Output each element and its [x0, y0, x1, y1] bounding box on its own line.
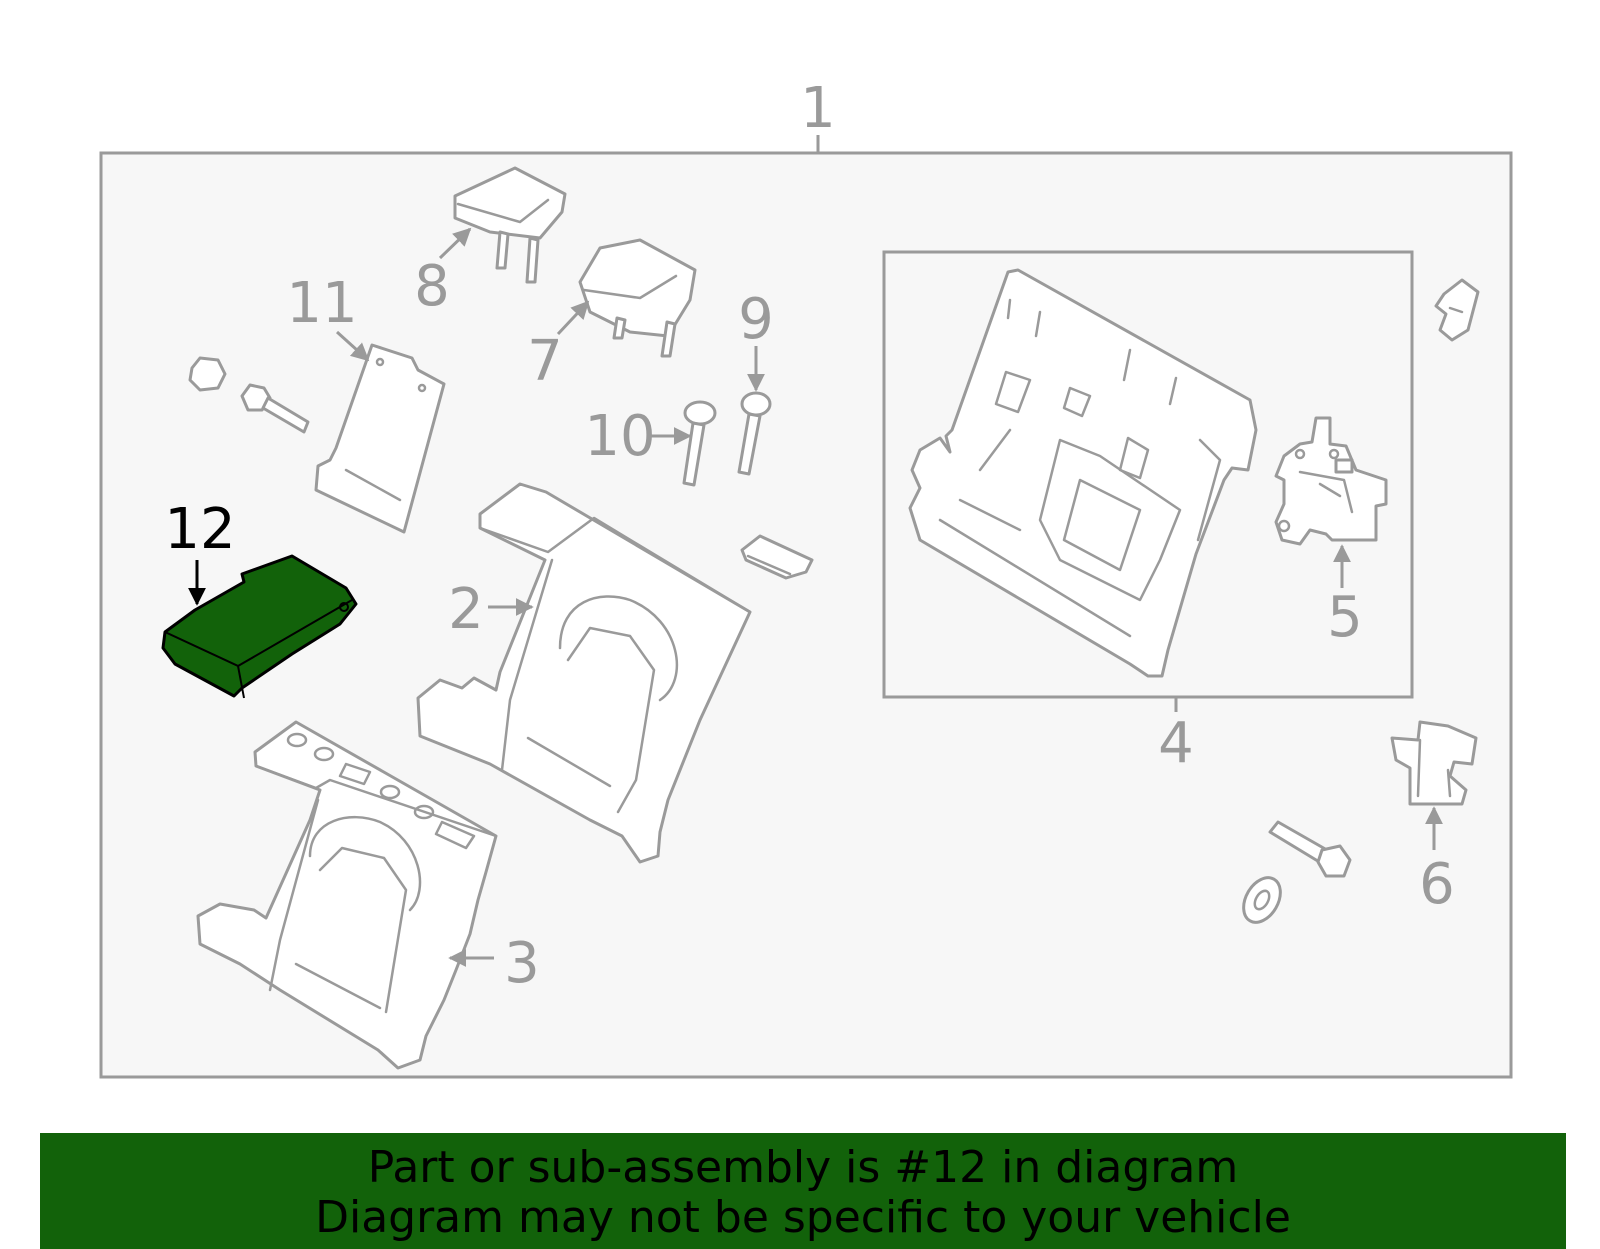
part-6-bracket[interactable]	[1390, 720, 1478, 806]
callout-3[interactable]: 3	[504, 931, 540, 996]
banner-line-1: Part or sub-assembly is #12 in diagram	[367, 1142, 1239, 1193]
part-info-banner: Part or sub-assembly is #12 in diagram D…	[40, 1133, 1566, 1249]
bolt-hardware-left[interactable]	[240, 383, 310, 434]
callout-1[interactable]: 1	[800, 76, 836, 141]
part-8-headrest[interactable]	[453, 166, 567, 284]
washer-hardware[interactable]	[1236, 871, 1288, 929]
clip-hardware[interactable]	[1434, 278, 1480, 342]
part-2-seat-back[interactable]	[416, 482, 752, 864]
callout-11[interactable]: 11	[286, 271, 357, 336]
callout-12[interactable]: 12	[164, 497, 235, 562]
pad-hardware[interactable]	[740, 534, 814, 580]
callout-8[interactable]: 8	[414, 254, 450, 319]
callout-7[interactable]: 7	[527, 329, 563, 394]
part-9-bolt[interactable]	[737, 391, 772, 476]
sub-assembly-frame-4	[882, 250, 1414, 699]
part-5-latch[interactable]	[1274, 416, 1388, 546]
part-11-bracket[interactable]	[314, 343, 446, 534]
part-4-seat-frame[interactable]	[908, 268, 1258, 678]
callout-6[interactable]: 6	[1419, 852, 1455, 917]
bolt-hardware-right[interactable]	[1268, 820, 1352, 878]
callout-4[interactable]: 4	[1158, 711, 1194, 776]
part-10-bolt[interactable]	[682, 400, 717, 487]
part-7-headrest[interactable]	[578, 238, 697, 358]
callout-5[interactable]: 5	[1327, 585, 1363, 650]
callout-9[interactable]: 9	[738, 287, 774, 352]
callout-10[interactable]: 10	[584, 404, 655, 469]
banner-line-2: Diagram may not be specific to your vehi…	[315, 1192, 1291, 1243]
nut-hardware[interactable]	[188, 356, 227, 392]
callout-2[interactable]: 2	[448, 577, 484, 642]
part-3-seat-cushion[interactable]	[196, 720, 498, 1070]
part-12-highlighted[interactable]	[161, 554, 358, 699]
